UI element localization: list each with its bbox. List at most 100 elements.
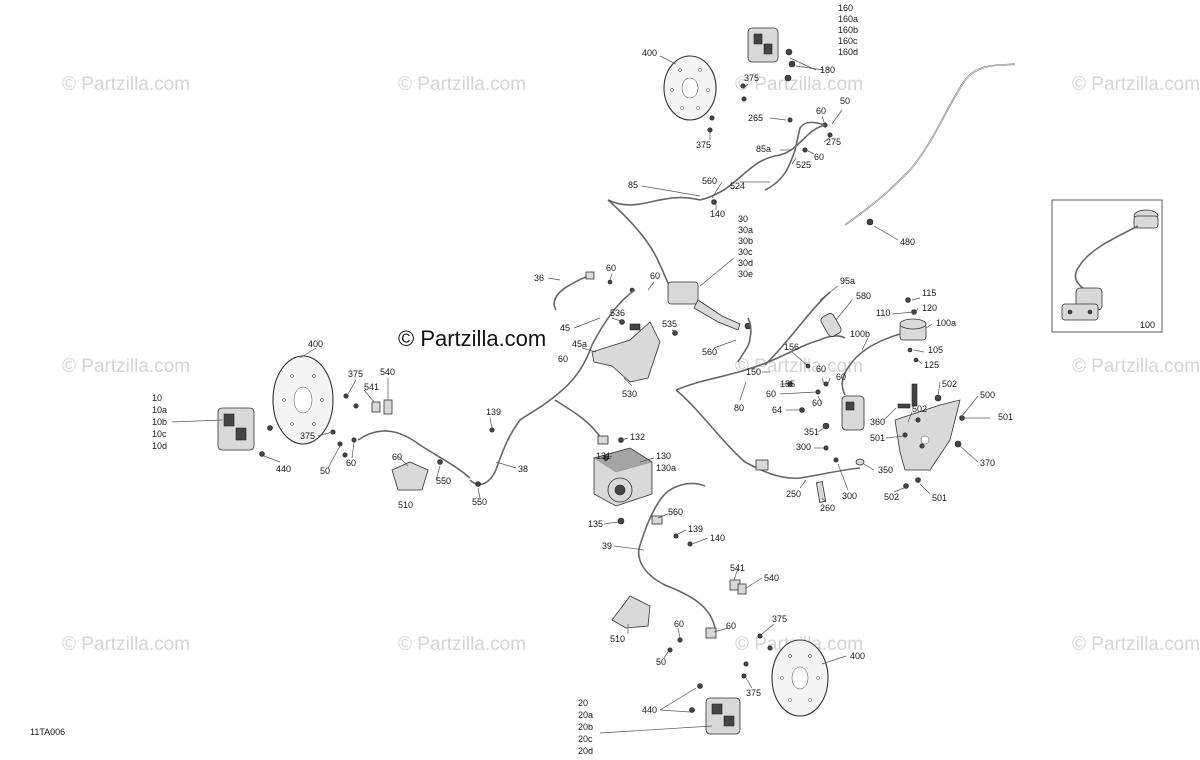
hose-bracket xyxy=(611,595,651,629)
callout-label: 140 xyxy=(710,209,725,219)
callout-label: 100 xyxy=(1140,320,1155,330)
callout-label: 550 xyxy=(436,476,451,486)
clip-icon xyxy=(673,533,679,539)
clip-icon xyxy=(383,399,393,415)
callout-label: 60 xyxy=(766,389,776,399)
callout-label: 160 xyxy=(838,3,853,13)
callout-label: 50 xyxy=(840,96,850,106)
callout-label: 360 xyxy=(870,417,885,427)
callout-label: 510 xyxy=(398,500,413,510)
callout-label: 60 xyxy=(606,263,616,273)
callout-label: 60 xyxy=(674,619,684,629)
callout-label: 85 xyxy=(628,180,638,190)
callout-label: 60 xyxy=(816,364,826,374)
callout-label: 60 xyxy=(814,152,824,162)
callout-label: 60 xyxy=(346,458,356,468)
callout-label: 20c xyxy=(578,734,593,744)
nut-icon xyxy=(833,457,839,463)
nut-icon xyxy=(351,437,357,443)
lower-brake-disc xyxy=(771,639,829,717)
callout-label: 50 xyxy=(320,466,330,476)
callout-label: 535 xyxy=(662,319,677,329)
callout-label: 45a xyxy=(572,339,587,349)
clip-icon xyxy=(371,401,381,413)
callout-label: 10 xyxy=(152,393,162,403)
callout-label: 300 xyxy=(842,491,857,501)
screw-icon xyxy=(740,83,746,89)
callout-label: 36 xyxy=(534,273,544,283)
callout-label: 20 xyxy=(578,698,588,708)
callout-label: 135 xyxy=(588,519,603,529)
watermark-layer: © Partzilla.com © Partzilla.com © Partzi… xyxy=(62,74,1200,655)
callout-label: 160c xyxy=(838,36,858,46)
callout-label: 375 xyxy=(746,688,761,698)
clip-icon xyxy=(475,481,481,487)
callout-label: 60 xyxy=(650,271,660,281)
screw-icon xyxy=(709,115,715,121)
brake-fluid-reservoir xyxy=(899,297,927,363)
drawing-layer xyxy=(171,27,1163,735)
callout-label: 524 xyxy=(730,181,745,191)
callout-label: 20b xyxy=(578,722,593,732)
callout-label: 130a xyxy=(656,463,676,473)
watermark: © Partzilla.com xyxy=(62,74,190,95)
callout-label: 160b xyxy=(838,25,858,35)
callout-label: 20a xyxy=(578,710,593,720)
callout-label: 400 xyxy=(308,339,323,349)
screw-icon xyxy=(767,645,773,651)
callout-label: 160d xyxy=(838,47,858,57)
callout-label: 375 xyxy=(696,140,711,150)
callout-label: 440 xyxy=(642,705,657,715)
callout-label: 38 xyxy=(518,464,528,474)
watermark: © Partzilla.com xyxy=(62,634,190,655)
callout-label: 20d xyxy=(578,746,593,756)
clip-icon xyxy=(437,459,443,465)
callout-label: 541 xyxy=(364,382,379,392)
watermark: © Partzilla.com xyxy=(735,74,863,95)
figure-code: 11TA006 xyxy=(30,727,65,737)
callout-label: 510 xyxy=(610,634,625,644)
nut-icon xyxy=(667,647,673,653)
brake-pedal-bracket xyxy=(894,394,965,489)
bolt-icon xyxy=(697,683,703,689)
callout-label: 500 xyxy=(980,390,995,400)
nut-icon xyxy=(799,407,805,413)
callout-label: 30e xyxy=(738,269,753,279)
callout-label: 560 xyxy=(702,347,717,357)
bolt-icon xyxy=(259,451,265,457)
clip-icon xyxy=(672,330,678,336)
callout-label: 540 xyxy=(764,573,779,583)
callout-label: 10d xyxy=(152,441,167,451)
clip-icon xyxy=(607,279,613,285)
callout-label: 45 xyxy=(560,323,570,333)
callout-label: 502 xyxy=(942,379,957,389)
screw-icon xyxy=(743,661,749,667)
callout-label: 501 xyxy=(870,433,885,443)
callout-label: 536 xyxy=(610,308,625,318)
callout-label: 155 xyxy=(780,379,795,389)
clip-icon xyxy=(815,389,821,395)
callout-label: 502 xyxy=(912,404,927,414)
callout-label: 502 xyxy=(884,492,899,502)
clip-icon xyxy=(489,427,495,433)
callout-label: 351 xyxy=(804,427,819,437)
callout-label: 125 xyxy=(924,360,939,370)
callout-label: 550 xyxy=(472,497,487,507)
bolt-icon xyxy=(785,48,793,56)
callout-label: 100b xyxy=(850,329,870,339)
abs-bracket xyxy=(591,319,661,383)
callout-label: 375 xyxy=(348,369,363,379)
callout-label: 130 xyxy=(656,451,671,461)
callout-label: 139 xyxy=(486,407,501,417)
callout-labels: 160 160a 160b 160c 160d 180 400 375 375 … xyxy=(152,3,1155,756)
callout-label: 85a xyxy=(756,144,771,154)
nut-icon xyxy=(677,637,683,643)
nut-icon xyxy=(342,452,348,458)
callout-label: 80 xyxy=(734,403,744,413)
lower-brake-caliper xyxy=(705,697,741,735)
callout-label: 10c xyxy=(152,429,167,439)
nut-icon xyxy=(802,147,808,153)
callout-label: 265 xyxy=(748,113,763,123)
rear-master-cylinder xyxy=(841,383,918,431)
inset-panel xyxy=(1051,199,1163,333)
